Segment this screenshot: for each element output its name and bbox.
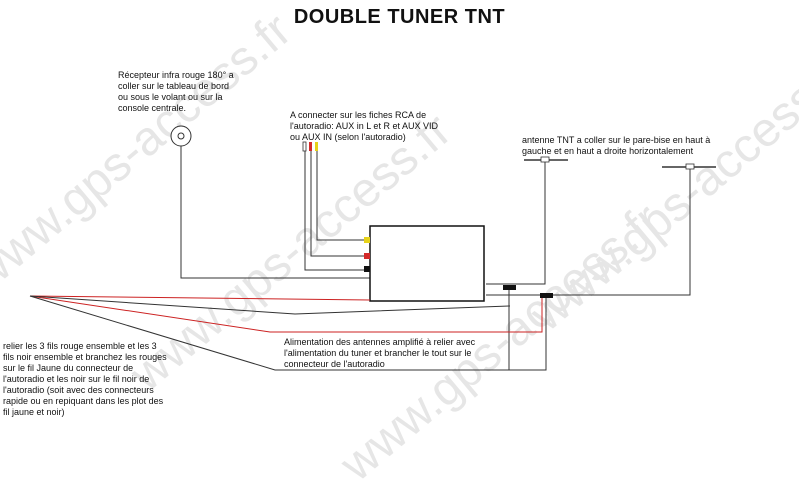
rca-plug-red-icon [309, 142, 312, 151]
ground-wire [29, 295, 511, 315]
amplifier-connector-icon [540, 293, 553, 298]
rca-cable [316, 151, 368, 241]
connector-red-icon [364, 253, 370, 259]
antenna-left-cable [486, 162, 546, 285]
rca-cable [304, 151, 368, 271]
power-label: Alimentation des antennes amplifié à rel… [284, 337, 476, 369]
ir-receiver-label: Récepteur infra rouge 180° a coller sur … [118, 70, 234, 113]
power-wire-red [29, 295, 543, 333]
tuner-box [369, 225, 485, 302]
connector-yellow-icon [364, 237, 370, 243]
page-title: DOUBLE TUNER TNT [293, 6, 506, 28]
antenna-right-cable [486, 169, 691, 296]
rca-plug-white-icon [302, 141, 307, 152]
power-wire [509, 298, 547, 371]
antenna-label: antenne TNT a coller sur le pare-bise en… [522, 135, 711, 156]
antenna-right-connector-icon [685, 163, 695, 170]
wiring-diagram [29, 125, 716, 371]
wires-label: relier les 3 fils rouge ensemble et les … [3, 341, 167, 417]
ir-receiver-cable [180, 146, 370, 279]
antenna-left-connector-icon [540, 156, 550, 163]
amplifier-connector-icon [503, 285, 516, 290]
rca-label: A connecter sur les fiches RCA de l'auto… [290, 110, 438, 142]
ir-receiver-lens-icon [177, 132, 185, 140]
rca-plug-yellow-icon [315, 142, 318, 151]
connector-black-icon [364, 266, 370, 272]
ground-wire [29, 295, 509, 371]
rca-cable [310, 151, 368, 257]
power-wire-red [29, 295, 371, 301]
